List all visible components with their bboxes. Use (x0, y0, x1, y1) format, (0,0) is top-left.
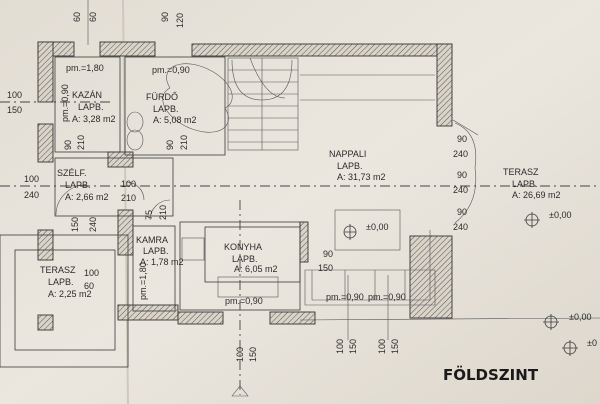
dimension-label: 150 (248, 347, 258, 362)
room-floor: LAPB. (143, 246, 169, 256)
dimension-label: 60 (88, 12, 98, 22)
room-area: A: 5,08 m2 (153, 115, 197, 125)
room-furdo: pm.=0,90 FÜRDŐ LAPB. A: 5,08 m2 (146, 65, 197, 125)
room-area: A: 2,25 m2 (48, 289, 92, 299)
dimension-label: 120 (175, 13, 185, 28)
room-szelf: SZÉLF. LAPB. A: 2,66 m2 (57, 168, 109, 202)
dimension-label: 60 (84, 281, 94, 291)
room-sill: pm.=0,90 (326, 292, 364, 302)
room-area: A: 3,28 m2 (72, 114, 116, 124)
room-area: A: 2,66 m2 (65, 192, 109, 202)
room-name: KAZÁN (72, 90, 102, 100)
dimension-label: 60 (72, 12, 82, 22)
room-area: A: 26,69 m2 (512, 190, 561, 200)
room-terasz-left: TERASZ LAPB. A: 2,25 m2 (40, 265, 92, 299)
dimension-label: 100 (335, 339, 345, 354)
dimension-label: 90 (457, 207, 467, 217)
dimension-label: 75 (144, 210, 154, 220)
room-name: FÜRDŐ (146, 92, 178, 102)
dimension-label: 90 (457, 134, 467, 144)
room-floor: LAPB. (512, 179, 538, 189)
dimension-label: 150 (390, 339, 400, 354)
room-name: NAPPALI (329, 149, 366, 159)
room-height: pm.=0,90 (225, 296, 263, 306)
room-area: A: 1,78 m2 (140, 257, 184, 267)
staircase (227, 57, 435, 151)
room-name: TERASZ (40, 265, 76, 275)
dimension-label: 210 (179, 135, 189, 150)
dimension-label: ±0,00 (366, 222, 388, 232)
dimension-label: ±0 (587, 338, 597, 348)
room-kazan: pm.=1,80 KAZÁN LAPB. A: 3,28 m2 pm.=0,90 (60, 63, 116, 124)
dimension-label: 240 (88, 217, 98, 232)
room-floor: LAPB. (78, 102, 104, 112)
dimension-label: 150 (70, 217, 80, 232)
room-sill: pm.=0,90 (60, 84, 70, 122)
room-floor: LAPB. (232, 254, 258, 264)
room-floor: LAPB. (153, 104, 179, 114)
dimension-label: 210 (121, 193, 136, 203)
dimension-label: 210 (158, 205, 168, 220)
room-sill: pm.=0,90 (368, 292, 406, 302)
room-floor: LAPB. (65, 180, 91, 190)
room-area: A: 6,05 m2 (234, 264, 278, 274)
room-kamra: KAMRA LAPB. A: 1,78 m2 pm.=1,80 (136, 235, 184, 300)
room-name: KONYHA (224, 242, 262, 252)
dimension-label: 90 (165, 140, 175, 150)
dimension-label: 100 (7, 90, 22, 100)
room-name: TERASZ (503, 167, 539, 177)
dimension-label: 150 (318, 263, 333, 273)
dimension-label: 150 (7, 105, 22, 115)
dimension-label: 90 (63, 140, 73, 150)
dimension-label: 100 (84, 268, 99, 278)
room-name: KAMRA (136, 235, 168, 245)
room-floor: LAPB. (337, 161, 363, 171)
dimension-labels: 60 60 90 120 100 150 100 240 90 210 90 2… (7, 12, 468, 362)
plan-title: FÖLDSZINT (443, 365, 539, 384)
dimension-label: 100 (121, 179, 136, 189)
dimension-label: 100 (24, 174, 39, 184)
room-nappali: NAPPALI LAPB. A: 31,73 m2 pm.=0,90 pm.=0… (326, 149, 406, 302)
dimension-label: 240 (453, 185, 468, 195)
dimension-label: 90 (323, 249, 333, 259)
room-konyha: KONYHA LAPB. A: 6,05 m2 pm.=0,90 (224, 242, 278, 306)
room-floor: LAPB. (48, 277, 74, 287)
room-height: pm.=1,80 (138, 262, 148, 300)
room-terasz-right: TERASZ LAPB. A: 26,69 m2 (503, 167, 561, 200)
level-labels: ±0,00 ±0,00 ±0,00 ±0 (366, 210, 597, 348)
dimension-label: 150 (348, 339, 358, 354)
dimension-label: 90 (160, 12, 170, 22)
dimension-label: ±0,00 (549, 210, 571, 220)
dimension-label: 240 (453, 222, 468, 232)
room-height: pm.=1,80 (66, 63, 104, 73)
dimension-label: 240 (453, 149, 468, 159)
room-name: SZÉLF. (57, 168, 87, 178)
walls (37, 41, 453, 331)
dimension-label: 210 (76, 135, 86, 150)
paper-fold (122, 0, 129, 404)
dimension-label: 90 (457, 170, 467, 180)
dimension-label: ±0,00 (569, 312, 591, 322)
dimension-label: 100 (235, 347, 245, 362)
dimension-label: 240 (24, 190, 39, 200)
room-height: pm.=0,90 (152, 65, 190, 75)
level-markers (343, 212, 578, 356)
room-area: A: 31,73 m2 (337, 172, 386, 182)
dimension-label: 100 (377, 339, 387, 354)
